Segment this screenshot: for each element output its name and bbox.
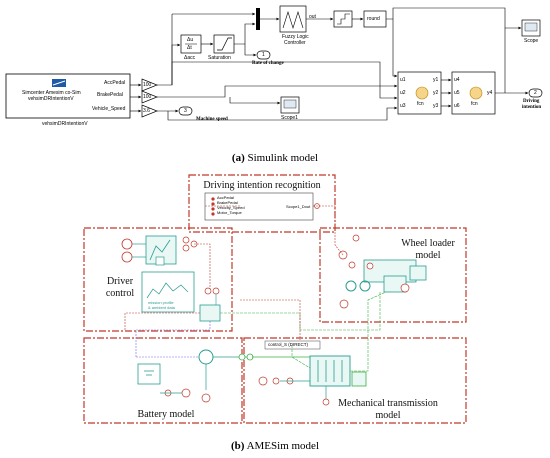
gain-brake[interactable] <box>141 90 158 104</box>
intent-port-label-2: intention <box>522 105 542 110</box>
fuzzy-label-2: Controller <box>284 40 306 46</box>
battery-region <box>83 337 243 424</box>
fcn2-in-3: u6 <box>454 103 460 109</box>
driver-control-region <box>83 227 233 332</box>
gain-speed-label: 3.6 <box>143 108 150 114</box>
step-icon <box>337 13 350 25</box>
wheel-loader-label-1: Wheel loader <box>401 238 455 249</box>
fcn1-out-1: y1 <box>433 77 439 83</box>
fcn1-in-2: u2 <box>400 90 406 96</box>
caption-a: (a) Simulink model <box>0 152 550 164</box>
mission-label-2: & ambient data <box>148 305 175 310</box>
driver-control-label-2: control <box>105 288 135 299</box>
intent-port-label-1: Driving <box>523 99 540 104</box>
fcn2-in-1: u4 <box>454 77 460 83</box>
derivative-symbol-bottom: Δt <box>187 45 192 51</box>
mux-bar[interactable] <box>256 8 260 30</box>
out-label: out <box>309 14 316 20</box>
driving-intention-title: Driving intention recognition <box>203 180 321 191</box>
wheel-loader-region <box>319 227 467 323</box>
driving-intention-region <box>188 174 336 233</box>
amesim-block-title-1: Simcenter Amesim co-Sim <box>22 90 81 96</box>
fcn1-out-2: y2 <box>433 90 439 96</box>
saturation-icon <box>217 37 232 51</box>
motor-block[interactable] <box>198 349 214 365</box>
control-s-direct-label: control_S (DIRECT) <box>268 342 309 347</box>
wheel-loader-label-2: model <box>415 250 441 261</box>
mission-label-1: mission profile <box>148 300 174 305</box>
port-accpedal: AccPedal <box>104 80 126 86</box>
rate-port-label: Rate of change <box>252 61 284 66</box>
saturation-label: Saturation <box>208 55 231 61</box>
amesim-block-title-2: vehsimDRIntentionV <box>28 96 74 102</box>
cosim-input-2: BrakePedal <box>217 200 238 205</box>
control-s-direct-box[interactable] <box>264 340 321 350</box>
scope1-label: Scope1 <box>281 115 298 121</box>
cosim-input-4: Motor_Torque <box>217 210 242 215</box>
driver-source-1[interactable] <box>121 238 133 250</box>
caption-a-text: Simulink model <box>244 152 319 164</box>
fcn2-out: y4 <box>487 90 493 96</box>
scope-label: Scope <box>524 38 539 44</box>
caption-b-tag: (b) <box>230 440 245 452</box>
transmission-gearbox[interactable] <box>309 355 351 387</box>
machine-port-number: 3 <box>184 108 187 114</box>
driver-source-2[interactable] <box>121 251 133 263</box>
driver-control-label-1: Driver <box>106 276 134 287</box>
driving-intention-port[interactable] <box>528 88 543 98</box>
amesim-block-name: vehsimDRIntentionV <box>42 121 88 127</box>
driver-interface-block[interactable] <box>199 304 221 322</box>
caption-b-text: AMESim model <box>244 440 319 452</box>
port-vehicle-speed: Vehicle_Speed <box>92 106 126 112</box>
fcn2-in-2: u5 <box>454 90 460 96</box>
fuzzy-membership-icon <box>282 10 304 30</box>
amesim-cosim-block[interactable] <box>5 73 131 119</box>
machine-speed-port[interactable] <box>178 106 193 116</box>
gain-brake-label: 100 <box>143 94 152 100</box>
cosim-output: Scope1_Dout <box>286 204 311 209</box>
derivative-label: Δacc <box>184 55 196 61</box>
port-brakepedal: BrakePedal <box>97 92 123 98</box>
rate-of-change-port[interactable] <box>256 50 271 60</box>
fuzzy-label-1: Fuzzy Logic <box>282 34 309 40</box>
fcn1-out-3: y3 <box>433 103 439 109</box>
machine-port-label: Machine speed <box>196 117 228 122</box>
mech-transmission-region <box>243 337 467 424</box>
caption-a-tag: (a) <box>231 152 245 164</box>
rate-port-number: 1 <box>262 52 265 58</box>
fcn1-in-1: u1 <box>400 77 406 83</box>
derivative-symbol-top: Δu <box>187 37 194 43</box>
mech-label-2: model <box>375 410 401 421</box>
round-label: round <box>367 16 380 22</box>
fcn2-label: fcn <box>471 101 478 107</box>
gain-acc-label: 100 <box>143 82 152 88</box>
fcn1-in-3: u3 <box>400 103 406 109</box>
gain-speed[interactable] <box>141 104 158 118</box>
gain-acc[interactable] <box>141 78 158 92</box>
mech-label-1: Mechanical transmission <box>338 398 438 409</box>
cosim-input-1: AccPedal <box>217 195 234 200</box>
battery-block[interactable] <box>137 363 161 385</box>
fcn1-label: fcn <box>417 101 424 107</box>
cosim-interface-block[interactable] <box>204 192 314 221</box>
cosim-input-3: Velocity_Speed <box>217 205 245 210</box>
battery-label: Battery model <box>137 409 195 420</box>
caption-b: (b) AMESim model <box>0 440 550 452</box>
intent-port-number: 2 <box>534 90 537 96</box>
